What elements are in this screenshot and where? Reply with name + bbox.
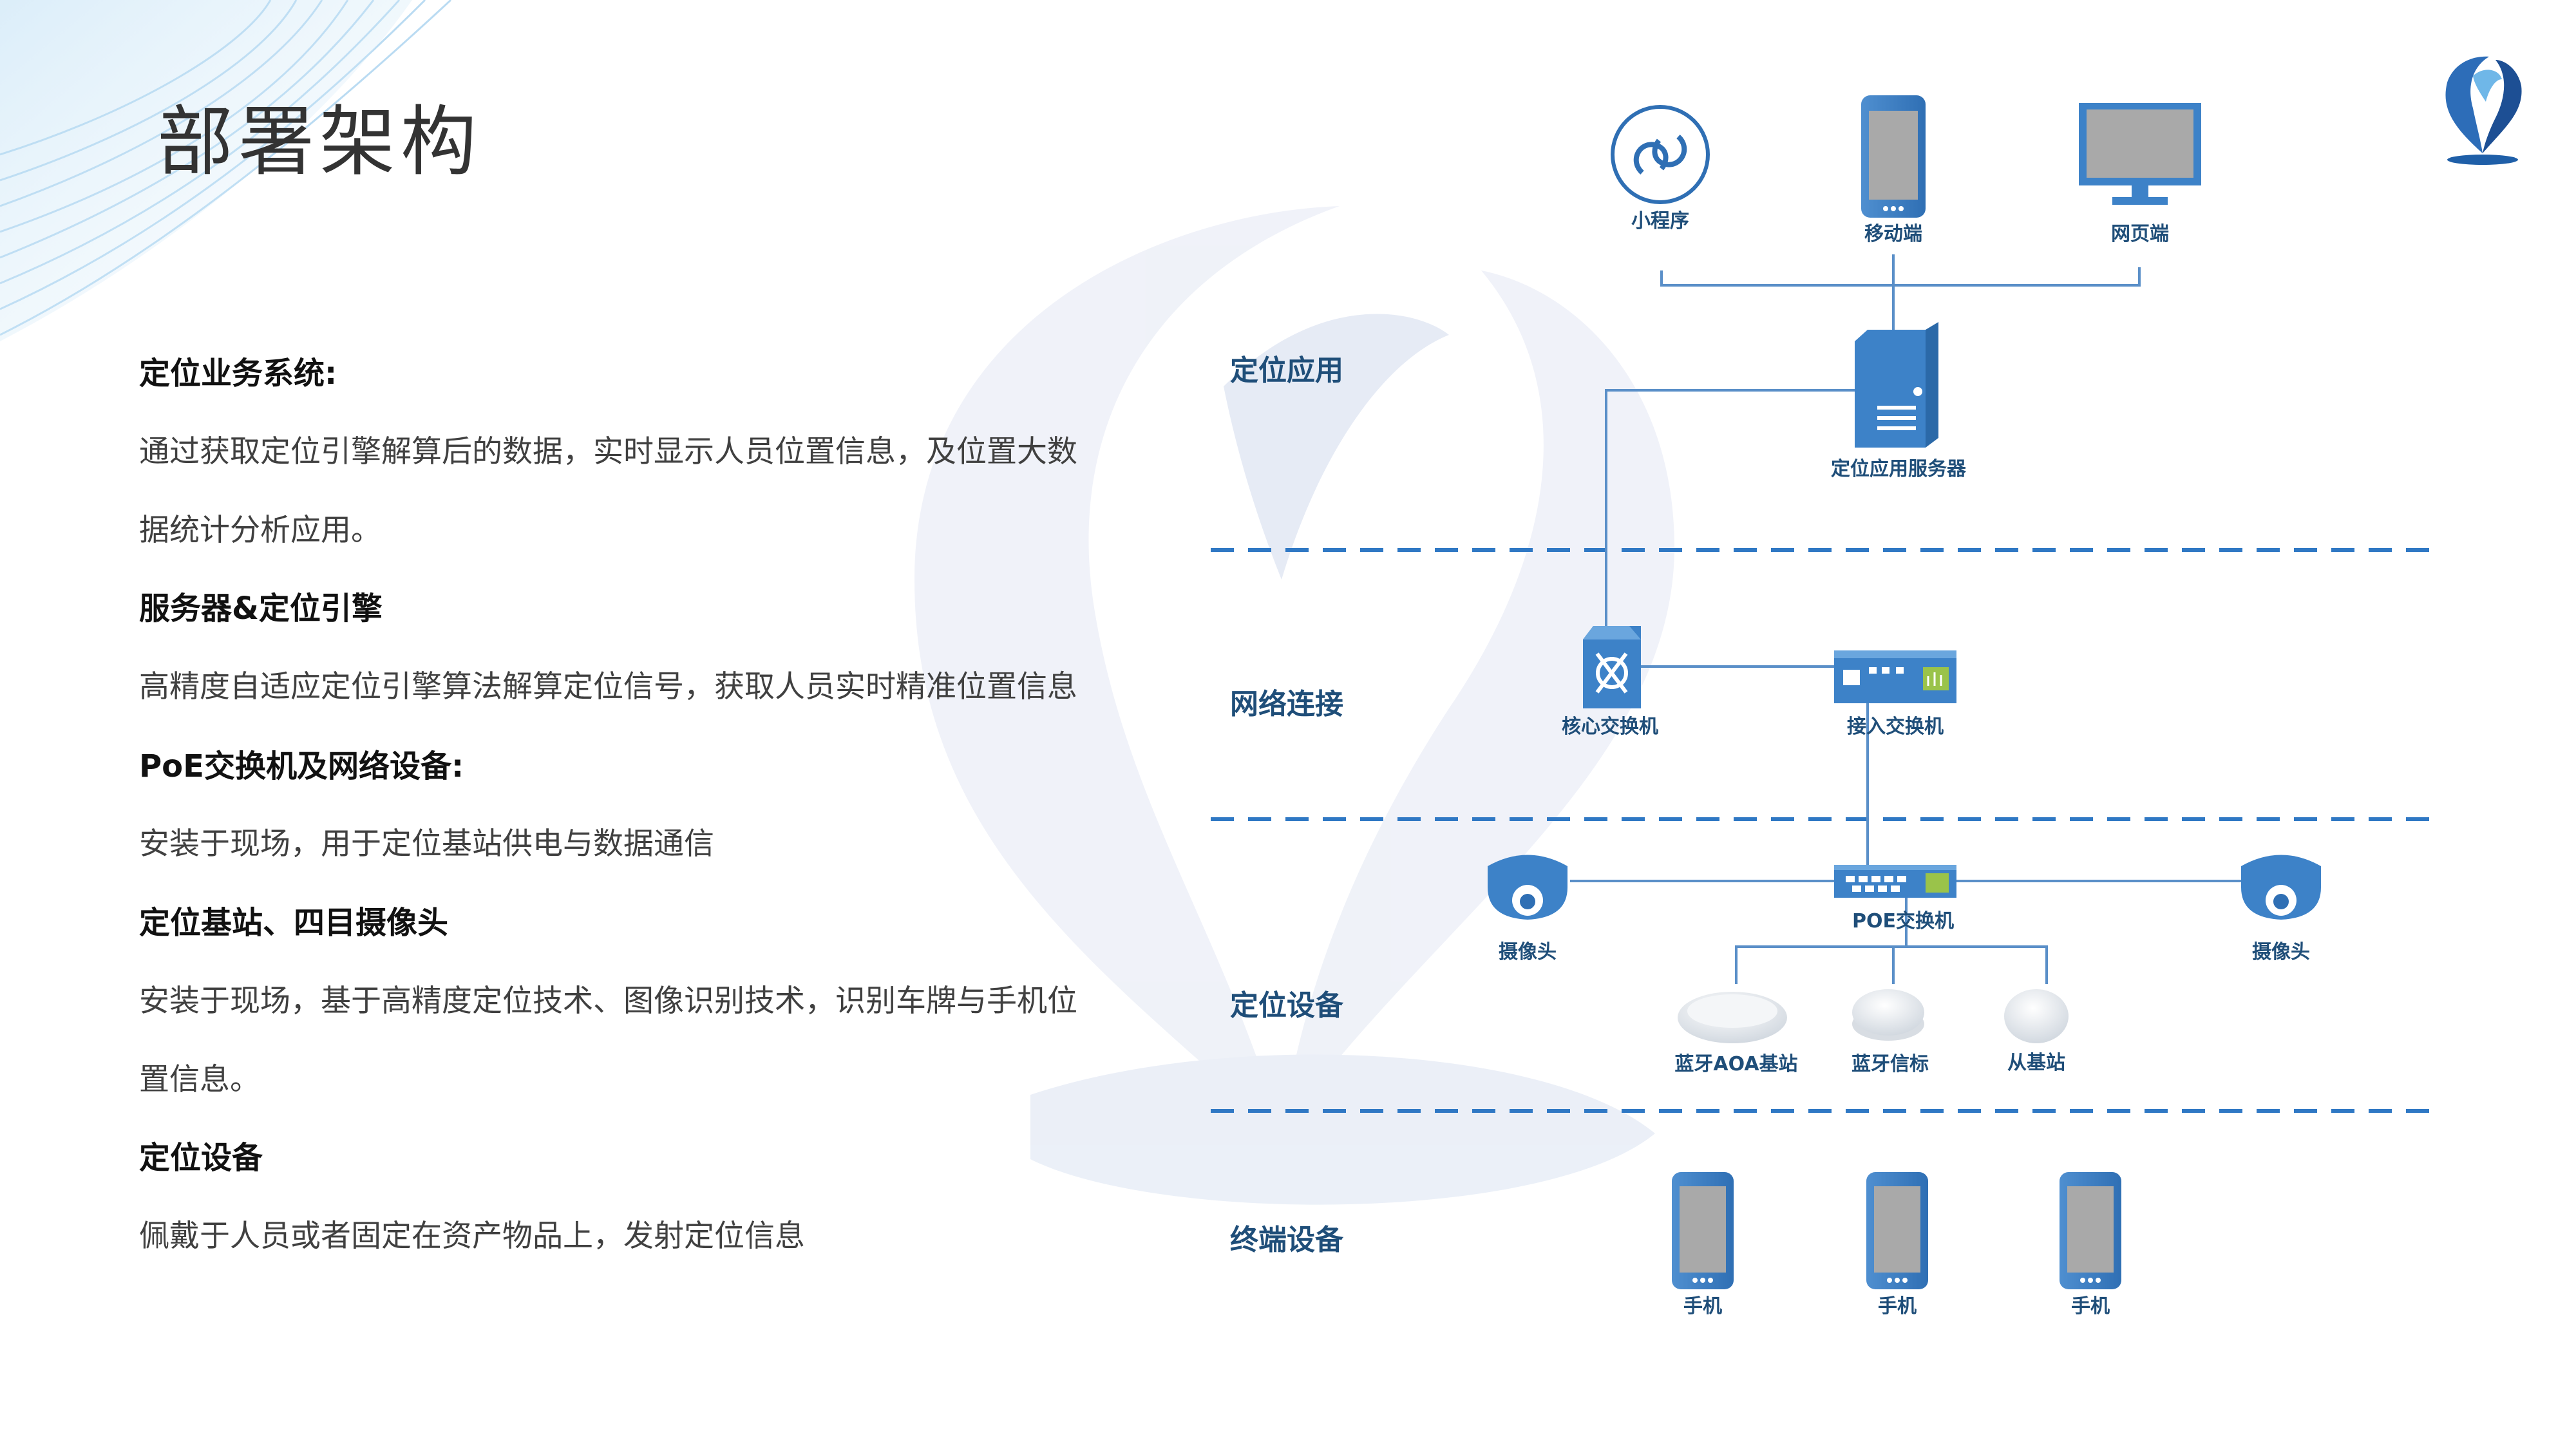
- core-switch-icon: [1583, 626, 1641, 708]
- section-heading-base-camera: 定位基站、四目摄像头: [139, 905, 449, 941]
- phone-2-icon: [1866, 1172, 1928, 1289]
- camera-right-label: 摄像头: [2252, 941, 2310, 963]
- corner-wave-fill: [0, 0, 412, 341]
- sub-base-icon: [2004, 989, 2069, 1043]
- mobile-label: 移动端: [1864, 223, 1922, 245]
- poe-switch-icon: [1834, 865, 1956, 898]
- section-text-poe-network: 安装于现场，用于定位基站供电与数据通信: [139, 826, 714, 862]
- section-heading-poe-network: PoE交换机及网络设备:: [139, 748, 464, 784]
- layer-label-application: 定位应用: [1230, 354, 1343, 387]
- section-heading-server-engine: 服务器&定位引擎: [139, 591, 383, 627]
- layer-label-network: 网络连接: [1230, 688, 1343, 721]
- connector-lines: [1570, 254, 2251, 984]
- aoa-base-icon: [1678, 992, 1787, 1043]
- section-text-business-system-1: 通过获取定位引擎解算后的数据，实时显示人员位置信息，及位置大数: [139, 434, 1077, 469]
- phone-3-icon: [2060, 1172, 2121, 1289]
- poe-switch-label: POE交换机: [1852, 910, 1954, 933]
- core-switch-label: 核心交换机: [1562, 715, 1658, 738]
- sub-base-label: 从基站: [2007, 1052, 2065, 1074]
- beacon-label: 蓝牙信标: [1852, 1053, 1929, 1075]
- web-label: 网页端: [2111, 223, 2169, 245]
- access-switch-label: 接入交换机: [1847, 715, 1944, 738]
- section-text-positioning-device: 佩戴于人员或者固定在资产物品上，发射定位信息: [139, 1218, 805, 1254]
- phone-3-label: 手机: [2071, 1295, 2110, 1318]
- mini-program-label: 小程序: [1631, 210, 1689, 232]
- section-heading-positioning-device: 定位设备: [139, 1140, 263, 1176]
- mini-program-icon: [1611, 105, 1710, 204]
- watermark-logo: [914, 206, 1674, 1205]
- beacon-icon: [1852, 989, 1924, 1041]
- camera-left-label: 摄像头: [1499, 941, 1557, 963]
- access-switch-icon: [1834, 650, 1956, 703]
- page-title: 部署架构: [157, 97, 482, 186]
- aoa-base-label: 蓝牙AOA基站: [1674, 1053, 1797, 1075]
- mobile-icon: [1861, 95, 1926, 218]
- section-text-server-engine: 高精度自适应定位引擎算法解算定位信号，获取人员实时精准位置信息: [139, 669, 1077, 705]
- section-text-base-camera-2: 置信息。: [139, 1062, 260, 1097]
- company-logo: [2445, 56, 2522, 165]
- app-server-label: 定位应用服务器: [1831, 458, 1967, 480]
- phone-1-icon: [1672, 1172, 1734, 1289]
- layer-label-devices: 定位设备: [1230, 989, 1344, 1022]
- section-heading-business-system: 定位业务系统:: [139, 355, 337, 392]
- camera-right-icon: [2241, 855, 2321, 920]
- web-monitor-icon: [2079, 103, 2201, 205]
- app-server-icon: [1855, 322, 1938, 448]
- section-text-base-camera-1: 安装于现场，基于高精度定位技术、图像识别技术，识别车牌与手机位: [139, 983, 1077, 1019]
- phone-2-label: 手机: [1878, 1295, 1917, 1318]
- phone-1-label: 手机: [1683, 1295, 1722, 1318]
- camera-left-icon: [1488, 855, 1567, 920]
- layer-label-terminals: 终端设备: [1230, 1224, 1344, 1256]
- section-text-business-system-2: 据统计分析应用。: [139, 513, 381, 548]
